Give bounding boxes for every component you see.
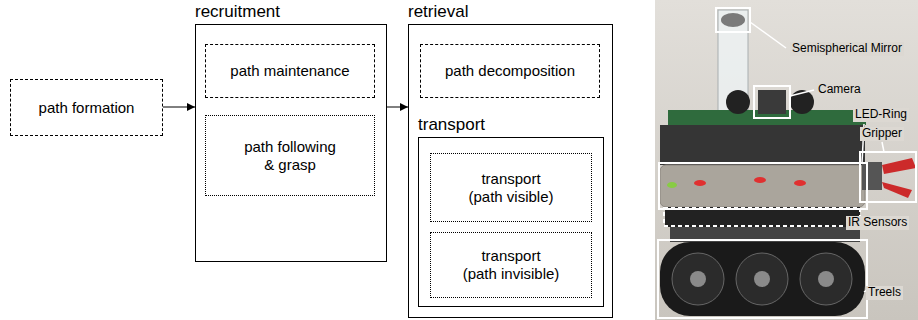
robot-body — [660, 125, 865, 165]
speaker — [790, 90, 814, 114]
box-text: path maintenance — [230, 62, 349, 80]
process-box: path formation — [10, 79, 163, 136]
photo-ground — [655, 0, 918, 320]
gripper-claw — [882, 158, 916, 174]
part-label: Camera — [816, 83, 863, 97]
process-box: transport (path invisible) — [430, 232, 592, 298]
part-label: Gripper — [860, 127, 904, 141]
box-text: path decomposition — [445, 62, 575, 80]
led — [694, 180, 706, 186]
part-label: IR Sensors — [846, 216, 909, 230]
annotation-box — [664, 208, 860, 226]
box-text: transport (path invisible) — [457, 247, 565, 283]
process-box: transport (path visible) — [430, 153, 592, 222]
speaker — [726, 90, 750, 114]
group-box: path decomposition transport (path visibl… — [408, 24, 613, 318]
group-box: transport (path visible) transport (path … — [418, 137, 604, 307]
camera-body — [758, 90, 786, 114]
led — [667, 182, 677, 188]
flow-arrow — [163, 107, 195, 108]
treel-wheel — [800, 253, 852, 305]
led — [754, 177, 766, 183]
part-label: LED-Ring — [853, 108, 909, 122]
led — [794, 180, 806, 186]
led-ring — [660, 165, 865, 207]
annotation-box — [716, 8, 750, 32]
process-box: path decomposition — [420, 44, 600, 98]
wheel-hub — [754, 271, 770, 287]
leader-line — [882, 142, 884, 152]
treel-wheel — [672, 253, 724, 305]
part-label: Semispherical Mirror — [790, 42, 904, 56]
gripper-arm — [862, 162, 882, 190]
group-heading: transport — [418, 115, 485, 135]
semispherical-mirror — [721, 13, 745, 27]
leader-line — [750, 22, 786, 48]
annotation-boxes — [658, 8, 916, 318]
flow-arrow — [387, 107, 408, 108]
leader-lines — [750, 22, 884, 292]
part-label: Treels — [866, 286, 903, 300]
group-box: path maintenancepath following & graspre… — [195, 24, 387, 262]
wheel-hub — [690, 271, 706, 287]
box-text: path formation — [39, 99, 135, 117]
leader-line — [790, 90, 814, 96]
gripper-claw — [882, 182, 912, 198]
wheel-hub — [818, 271, 834, 287]
process-box: path following & grasp — [205, 115, 375, 196]
annotation-box — [754, 86, 790, 118]
box-text: transport (path visible) — [457, 170, 565, 206]
process-box: path maintenance — [205, 44, 375, 98]
box-text: path following & grasp — [240, 138, 340, 174]
annotation-box — [659, 163, 867, 209]
treel-track — [660, 242, 865, 316]
annotation-box — [860, 152, 916, 202]
annotation-box — [658, 240, 867, 318]
group-heading: retrieval — [408, 2, 468, 22]
treel-wheel — [736, 253, 788, 305]
group-heading: recruitment — [195, 2, 280, 22]
